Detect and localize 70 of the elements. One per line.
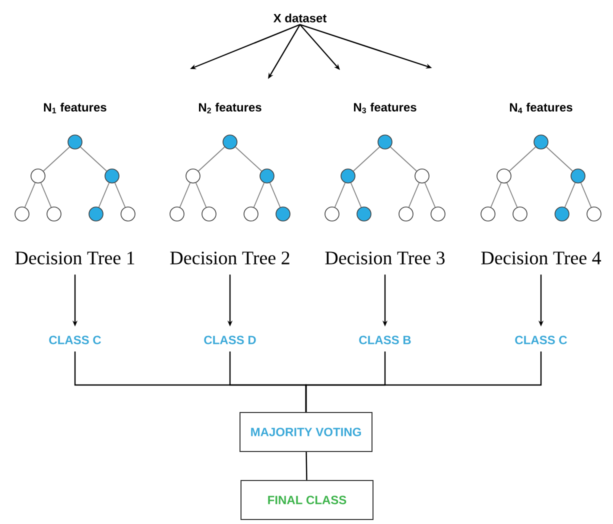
- tree-title: Decision Tree 2: [170, 252, 290, 264]
- tree-node-circle: [534, 134, 548, 150]
- feature-label: N$_{2}$ features: [198, 102, 262, 114]
- tree-node-circle: [244, 206, 258, 222]
- feature-label: N$_{4}$ features: [510, 102, 572, 114]
- tree-branch: [24, 182, 36, 208]
- tree-node-circle: [88, 206, 104, 222]
- tree-branch: [390, 146, 417, 172]
- tree-node-circle: [120, 206, 136, 222]
- arrow: [300, 24, 340, 70]
- process-box: MAJORITY VOTING: [240, 412, 372, 452]
- class-label: CLASS C: [49, 336, 101, 344]
- tree-branch: [506, 182, 518, 208]
- tree-node-circle: [586, 206, 602, 222]
- tree-title: Decision Tree 4: [481, 252, 602, 264]
- tree-node-circle: [414, 168, 430, 184]
- tree-node-circle: [378, 134, 392, 150]
- tree-branch: [334, 182, 346, 208]
- tree-node-circle: [496, 168, 512, 184]
- tree-branch: [424, 182, 436, 208]
- tree-node-circle: [276, 206, 290, 222]
- tree-node-circle: [14, 206, 30, 222]
- tree-branch: [114, 182, 126, 208]
- tree-node-circle: [46, 206, 62, 222]
- tree-branch: [98, 182, 110, 208]
- class-label: CLASS D: [204, 336, 256, 344]
- tree-node-circle: [480, 206, 496, 222]
- tree-node-circle: [186, 168, 200, 184]
- tree-node-circle: [222, 134, 238, 150]
- tree-node-circle: [104, 168, 120, 184]
- tree-branch: [509, 146, 536, 172]
- tree-node-circle: [398, 206, 414, 222]
- tree-branch: [350, 182, 362, 208]
- connector-line: [306, 452, 308, 480]
- tree-branch: [546, 146, 573, 172]
- tree-branch: [269, 182, 281, 208]
- tree-node-circle: [170, 206, 184, 222]
- tree-node-circle: [512, 206, 528, 222]
- tree-branch: [580, 182, 592, 208]
- tree-branch: [40, 182, 52, 208]
- tree-branch: [490, 182, 502, 208]
- tree-node-circle: [554, 206, 570, 222]
- tree-node-circle: [430, 206, 446, 222]
- dataset-label: X dataset: [273, 14, 326, 22]
- process-box: FINAL CLASS: [240, 480, 374, 520]
- tree-node-circle: [340, 168, 356, 184]
- tree-node-circle: [68, 134, 82, 150]
- connector-line: [305, 351, 542, 412]
- tree-branch: [80, 146, 107, 172]
- tree-node-circle: [202, 206, 216, 222]
- tree-branch: [564, 182, 576, 208]
- tree-node-circle: [260, 168, 274, 184]
- feature-label: N$_{1}$ features: [44, 102, 106, 114]
- tree-branch: [43, 146, 70, 172]
- tree-branch: [198, 146, 225, 172]
- class-label: CLASS B: [359, 336, 411, 344]
- feature-label: N$_{3}$ features: [354, 102, 416, 114]
- tree-node-circle: [30, 168, 46, 184]
- tree-node-circle: [356, 206, 372, 222]
- tree-branch: [253, 182, 265, 208]
- tree-title: Decision Tree 3: [325, 252, 445, 264]
- tree-branch: [179, 182, 191, 208]
- tree-node-circle: [570, 168, 586, 184]
- tree-title: Decision Tree 1: [15, 252, 134, 264]
- tree-branch: [353, 146, 380, 172]
- class-label: CLASS C: [515, 336, 567, 344]
- tree-node-circle: [324, 206, 340, 222]
- tree-branch: [235, 146, 262, 172]
- tree-branch: [195, 182, 207, 208]
- tree-branch: [408, 182, 420, 208]
